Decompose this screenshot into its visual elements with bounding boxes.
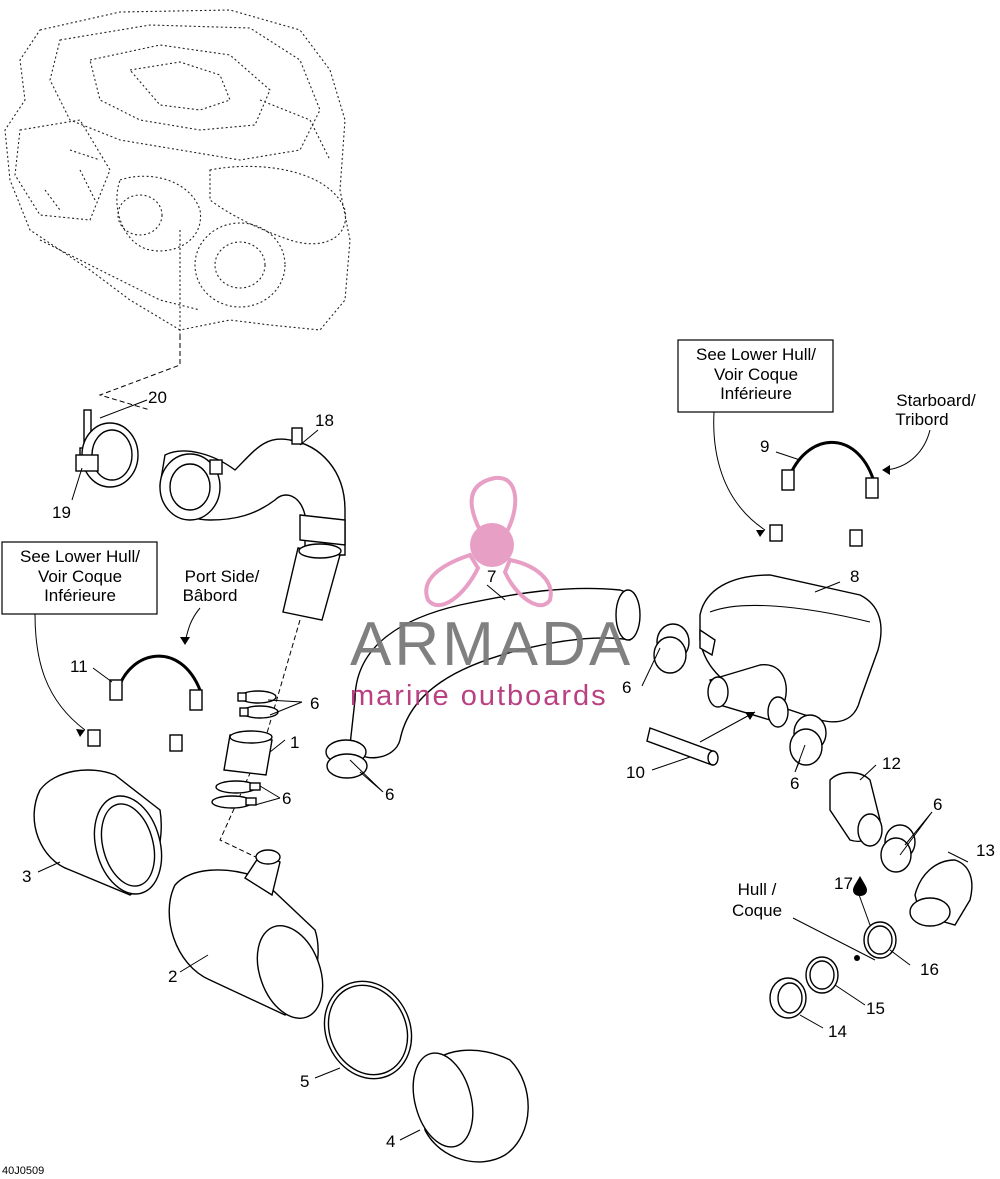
part-18-exhaust-elbow bbox=[159, 427, 346, 556]
hull-leader bbox=[792, 917, 876, 961]
outlet-pipe bbox=[282, 543, 342, 621]
callout-5: 5 bbox=[300, 1072, 309, 1091]
part-7-hose bbox=[349, 587, 641, 759]
callout-10: 10 bbox=[626, 763, 645, 782]
leader-starboard bbox=[884, 429, 931, 471]
callout-6c: 6 bbox=[385, 785, 394, 804]
note-box-right bbox=[677, 339, 834, 413]
part-6-clamps-right bbox=[789, 714, 827, 766]
note-right-line3: Inférieure bbox=[720, 384, 792, 403]
note-left-line1: See Lower Hull/ bbox=[20, 547, 140, 566]
part-11-strap bbox=[87, 654, 203, 752]
callout-6a: 6 bbox=[310, 694, 319, 713]
callout-4: 4 bbox=[386, 1132, 395, 1151]
part-16-seal bbox=[863, 921, 897, 959]
callout-13: 13 bbox=[976, 841, 995, 860]
callout-3: 3 bbox=[22, 867, 31, 886]
hull-point bbox=[854, 955, 860, 961]
leader-note-left-head bbox=[76, 729, 85, 737]
callout-12: 12 bbox=[882, 754, 901, 773]
callout-20: 20 bbox=[148, 388, 167, 407]
callout-14: 14 bbox=[828, 1022, 847, 1041]
note-port-line2: Bâbord bbox=[183, 586, 238, 605]
callout-18: 18 bbox=[315, 411, 334, 430]
part-6-clamps-lower bbox=[211, 780, 261, 809]
part-6-clamps-upper-right bbox=[653, 623, 690, 674]
leader-starboard-head bbox=[882, 465, 890, 475]
note-right-line1: See Lower Hull/ bbox=[696, 345, 816, 364]
callout-6f: 6 bbox=[933, 795, 942, 814]
leader-port bbox=[184, 607, 201, 643]
note-left-line3: Inférieure bbox=[44, 586, 116, 605]
part-6-clamps-center bbox=[325, 739, 368, 779]
note-hull-line1: Hull / bbox=[738, 880, 777, 899]
callout-6e: 6 bbox=[790, 774, 799, 793]
sealant-drop-icon bbox=[853, 876, 867, 896]
note-starboard: Starboard/ Tribord bbox=[895, 391, 976, 429]
part-1-coupler bbox=[223, 730, 273, 776]
callout-8: 8 bbox=[850, 567, 859, 586]
part-14-nut bbox=[769, 977, 807, 1019]
part-19-clamp bbox=[75, 422, 139, 488]
callout-1: 1 bbox=[290, 733, 299, 752]
callout-16: 16 bbox=[920, 960, 939, 979]
note-box-left bbox=[1, 541, 158, 615]
note-left-line2: Voir Coque bbox=[38, 567, 122, 586]
note-port-side: Port Side/ Bâbord bbox=[183, 567, 260, 605]
callout-7: 7 bbox=[487, 567, 496, 586]
part-5-ring bbox=[323, 980, 413, 1080]
note-see-lower-hull-left: See Lower Hull/ Voir Coque Inférieure bbox=[20, 547, 140, 605]
part-3-sleeve bbox=[33, 769, 163, 896]
part-8-outlet bbox=[707, 664, 789, 728]
leader-note-left bbox=[34, 613, 86, 731]
part-12-hose bbox=[829, 771, 883, 847]
callout-17: 17 bbox=[834, 874, 853, 893]
note-see-lower-hull-right: See Lower Hull/ Voir Coque Inférieure bbox=[696, 345, 816, 403]
callout-6d: 6 bbox=[622, 678, 631, 697]
callout-6b: 6 bbox=[282, 789, 291, 808]
note-hull: Hull / Coque bbox=[732, 880, 782, 920]
part-6-clamps-lower-right bbox=[880, 824, 916, 873]
leader-port-head bbox=[180, 637, 190, 645]
note-starboard-line2: Tribord bbox=[895, 410, 948, 429]
part-10-strip bbox=[646, 727, 719, 766]
note-right-line2: Voir Coque bbox=[714, 365, 798, 384]
callout-9: 9 bbox=[760, 437, 769, 456]
note-starboard-line1: Starboard/ bbox=[896, 391, 976, 410]
arrow-10 bbox=[699, 711, 756, 743]
callout-2: 2 bbox=[168, 967, 177, 986]
callout-19: 19 bbox=[52, 503, 71, 522]
part-4-end-cap bbox=[412, 1049, 529, 1163]
part-9-strap bbox=[769, 440, 879, 547]
part-6-clamps-upper bbox=[237, 690, 279, 719]
engine-centerline bbox=[98, 335, 181, 411]
engine-outline bbox=[4, 9, 351, 335]
leader-note-right-head bbox=[756, 530, 765, 537]
note-port-line1: Port Side/ bbox=[185, 567, 260, 586]
part-13-elbow bbox=[909, 859, 973, 927]
callout-15: 15 bbox=[866, 999, 885, 1018]
part-15-ring bbox=[805, 956, 839, 994]
callout-11: 11 bbox=[70, 657, 88, 676]
arrow-10-head bbox=[745, 712, 755, 720]
part-2-muffler bbox=[168, 849, 324, 1019]
callout-leaders bbox=[37, 399, 969, 1141]
watermark: ARMADA marine outboards bbox=[350, 475, 633, 712]
leader-note-right bbox=[713, 411, 766, 531]
watermark-subtitle: marine outboards bbox=[350, 680, 608, 712]
watermark-title: ARMADA bbox=[350, 610, 633, 679]
propeller-logo-icon bbox=[424, 475, 553, 608]
note-hull-line2: Coque bbox=[732, 901, 782, 920]
diagram-code: 40J0509 bbox=[2, 1165, 44, 1177]
